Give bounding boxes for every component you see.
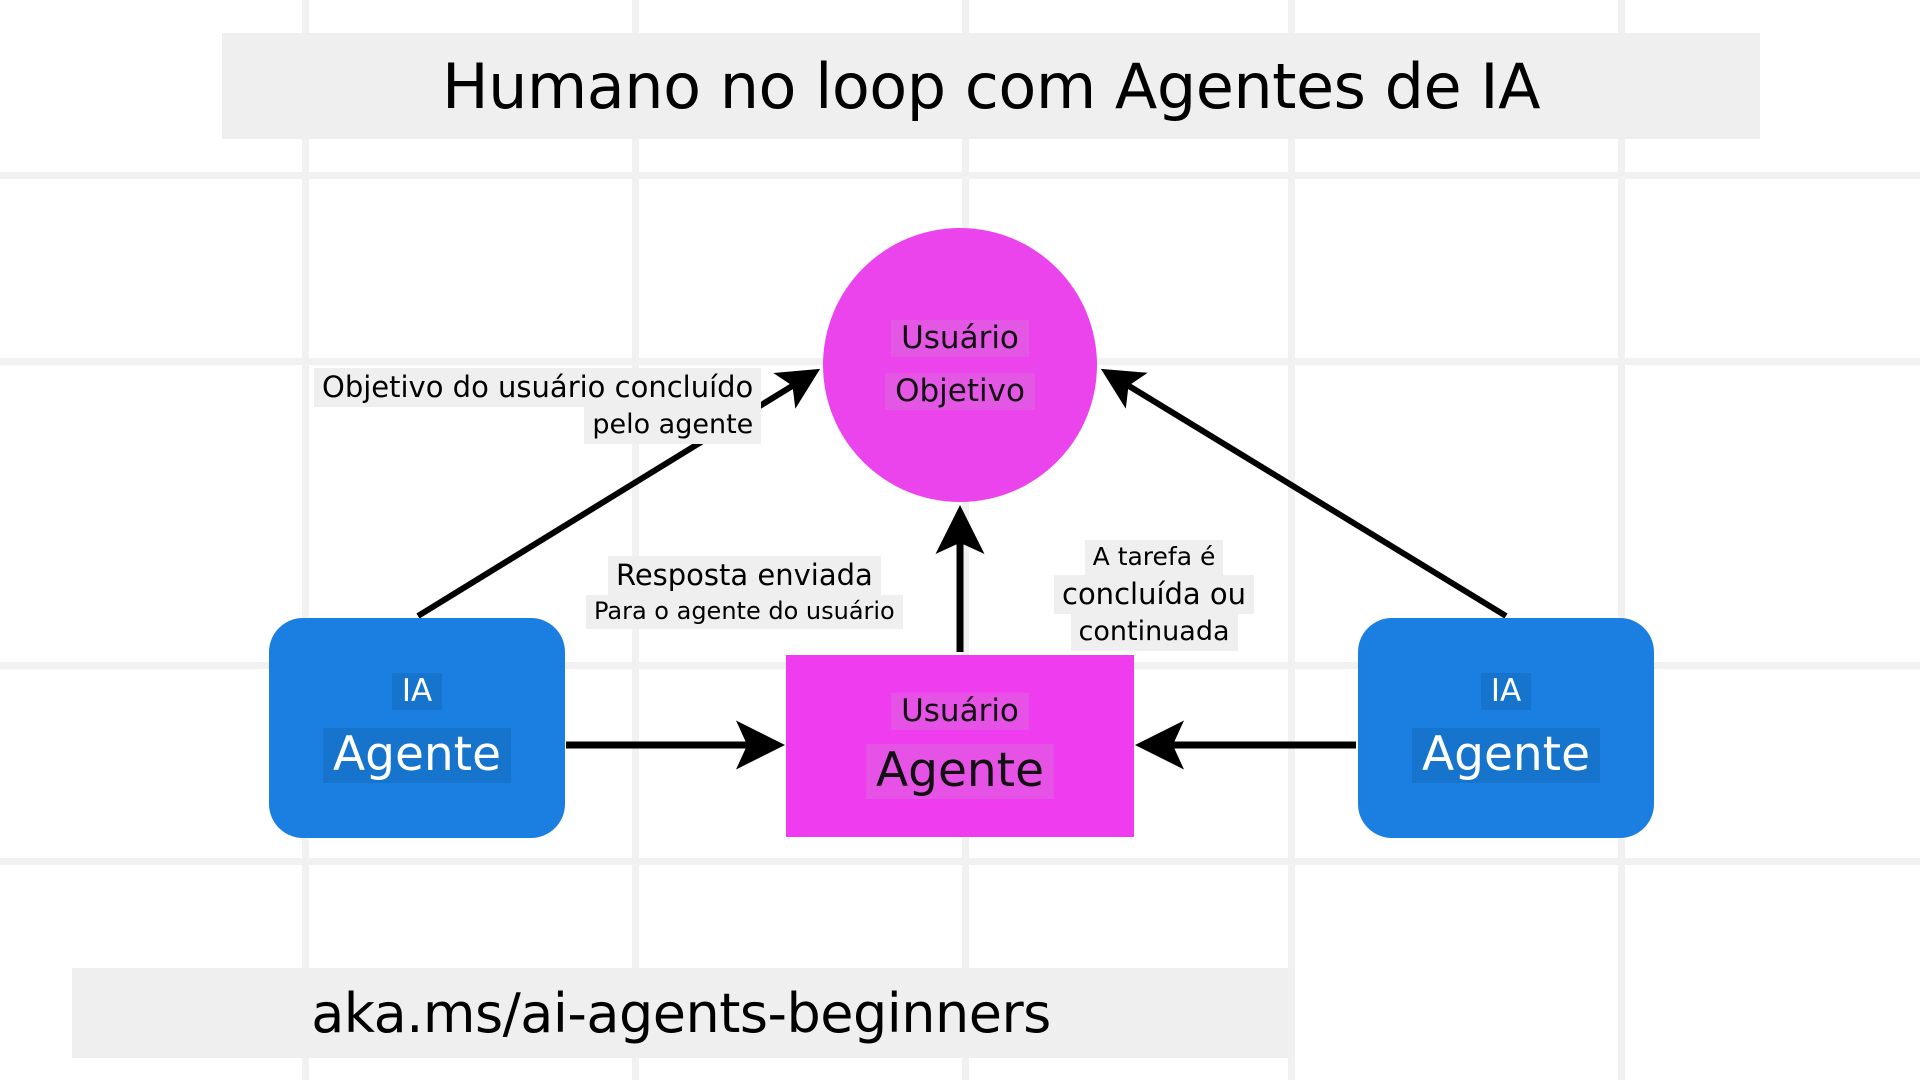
node-user-agent[interactable]: Usuário Agente (786, 655, 1134, 837)
node-ai-agent-right[interactable]: IA Agente (1358, 618, 1654, 838)
edge-label-task-status: A tarefa é concluída ou continuada (1054, 540, 1255, 651)
edge-label-task-status-line1: A tarefa é (1084, 540, 1224, 575)
grid-line-vertical (962, 0, 969, 1080)
node-ai-agent-left-label-secondary: Agente (322, 728, 512, 783)
node-ai-agent-left-label-primary: IA (391, 673, 443, 711)
edge-label-task-status-line3: continuada (1070, 613, 1238, 651)
node-user-agent-label-secondary: Agente (865, 744, 1055, 799)
node-user-goal-label-primary: Usuário (891, 320, 1029, 357)
footer-link[interactable]: aka.ms/ai-agents-beginners (72, 968, 1290, 1058)
node-user-agent-label-primary: Usuário (891, 693, 1029, 731)
node-ai-agent-left[interactable]: IA Agente (269, 618, 565, 838)
node-user-goal[interactable]: Usuário Objetivo (823, 228, 1097, 502)
edge-label-goal-completed-line2: pelo agente (584, 407, 762, 445)
grid-line-horizontal (0, 172, 1920, 179)
node-user-goal-label-secondary: Objetivo (885, 373, 1035, 410)
edge-label-goal-completed-line1: Objetivo do usuário concluído (314, 368, 762, 408)
edge-label-response-sent-line1: Resposta enviada (607, 556, 881, 596)
page-title: Humano no loop com Agentes de IA (222, 33, 1760, 139)
grid-line-vertical (302, 0, 309, 1080)
node-ai-agent-right-label-secondary: Agente (1411, 728, 1601, 783)
grid-line-horizontal (0, 858, 1920, 865)
edge-label-goal-completed: Objetivo do usuário concluído pelo agent… (314, 368, 762, 445)
grid-line-vertical (1288, 0, 1295, 1080)
grid-line-vertical (632, 0, 639, 1080)
edge-label-task-status-line2: concluída ou (1054, 574, 1255, 614)
edge-label-response-sent: Resposta enviada Para o agente do usuári… (586, 556, 903, 629)
grid-line-vertical (1618, 0, 1625, 1080)
edge-label-response-sent-line2: Para o agente do usuário (586, 595, 903, 629)
node-ai-agent-right-label-primary: IA (1480, 673, 1532, 711)
